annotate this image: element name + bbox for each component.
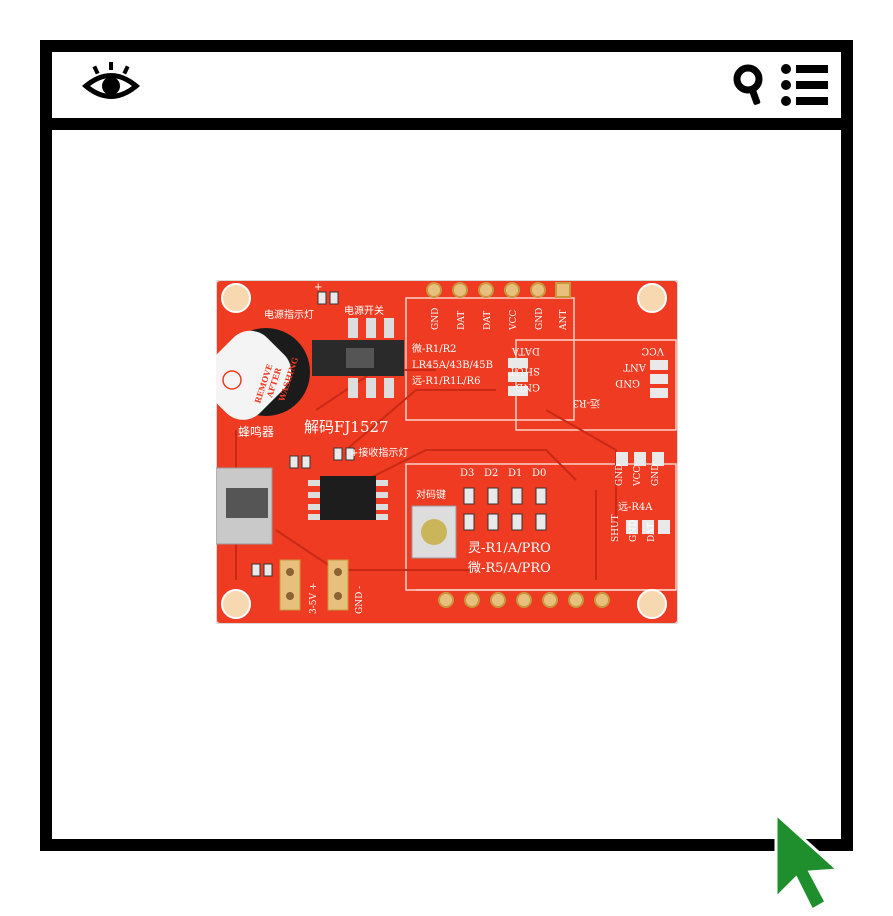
label-module-line1: 微-R1/R2 [412, 342, 457, 355]
r4a-bottom-1: SHUT [611, 514, 621, 542]
r4a-bottom-2: GND [629, 520, 639, 542]
pin-top-3: DAT [483, 311, 493, 330]
label-gnd-mod: GND [515, 381, 540, 392]
label-d3: D3 [460, 468, 474, 479]
label-data: DATA [511, 345, 540, 356]
pin-top-4: VCC [509, 310, 519, 331]
label-power-led: 电源指示灯 [264, 308, 314, 321]
pin-top-2: DAT [457, 311, 467, 330]
label-r4a: 远-R4A [618, 501, 653, 513]
label-d2: D2 [484, 468, 498, 479]
label-r3: 远-R3 [573, 397, 600, 409]
pin-top-5: GND [535, 308, 545, 330]
label-module-line2: LR45A/43B/45B [412, 360, 493, 371]
label-ant-r3: ANT [623, 361, 647, 372]
label-plus: + [314, 282, 322, 293]
label-3-5v: 3-5V + [309, 583, 319, 614]
label-wei: 微-R5/A/PRO [468, 561, 551, 576]
pin-top-6: ANT [559, 310, 569, 331]
label-power-switch: 电源开关 [344, 304, 384, 317]
label-pair-key: 对码键 [416, 488, 446, 501]
label-vcc-r3: VCC [641, 345, 665, 356]
label-module-line3: 远-R1/R1L/R6 [412, 375, 480, 387]
label-buzzer: 蜂鸣器 [238, 424, 274, 439]
r4a-top-2: VCC [633, 466, 643, 487]
pcb-board-image: 电源指示灯 + 电源开关 蜂鸣器 解码FJ1527 +接收指示灯 微-R1/R2… [216, 280, 678, 624]
label-decoder: 解码FJ1527 [304, 418, 389, 436]
cursor-arrow-icon [774, 812, 842, 912]
eye-icon[interactable] [80, 62, 142, 106]
label-d0: D0 [532, 468, 546, 479]
r4a-top-1: GND [615, 464, 625, 486]
search-icon[interactable] [732, 63, 766, 107]
top-toolbar [52, 52, 841, 130]
label-ling: 灵-R1/A/PRO [468, 541, 551, 556]
label-gnd-minus: GND - [355, 586, 365, 614]
label-gnd-r3: GND [615, 377, 640, 388]
label-d1: D1 [508, 468, 522, 479]
label-receive-led: +接收指示灯 [350, 446, 408, 459]
pin-top-1: GND [431, 308, 441, 330]
content-area: 电源指示灯 + 电源开关 蜂鸣器 解码FJ1527 +接收指示灯 微-R1/R2… [52, 130, 841, 839]
list-menu-icon[interactable] [780, 62, 830, 108]
browser-window: 电源指示灯 + 电源开关 蜂鸣器 解码FJ1527 +接收指示灯 微-R1/R2… [40, 40, 853, 851]
r4a-bottom-3: DAT [647, 523, 657, 542]
label-shut: SHUT [509, 365, 540, 376]
r4a-top-3: GND [651, 464, 661, 486]
